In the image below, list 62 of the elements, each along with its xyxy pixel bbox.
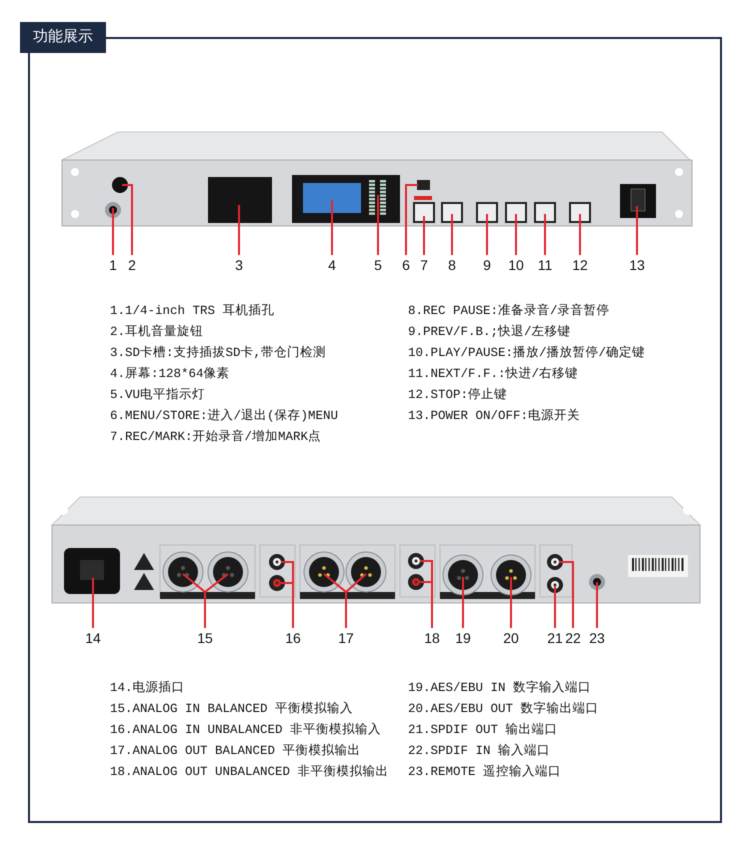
description-text: 18.ANALOG OUT UNBALANCED 非平衡模拟输出 — [110, 764, 389, 780]
leader-line — [423, 216, 425, 255]
description-text: 12.STOP:停止键 — [408, 387, 508, 403]
description-text: 23.REMOTE 遥控输入端口 — [408, 764, 562, 780]
leader-line — [331, 200, 333, 255]
callout-number: 16 — [282, 629, 304, 647]
leader-line — [510, 577, 512, 628]
description-text: 8.REC PAUSE:准备录音/录音暂停 — [408, 303, 610, 319]
description-text: 10.PLAY/PAUSE:播放/播放暂停/确定键 — [408, 345, 646, 361]
callout-number: 2 — [121, 256, 143, 274]
description-text: 17.ANALOG OUT BALANCED 平衡模拟输出 — [110, 743, 361, 759]
leader-line — [559, 561, 574, 628]
callout-number: 4 — [321, 256, 343, 274]
callout-number: 18 — [421, 629, 443, 647]
description-text: 16.ANALOG IN UNBALANCED 非平衡模拟输入 — [110, 722, 382, 738]
description-text: 15.ANALOG IN BALANCED 平衡模拟输入 — [110, 701, 354, 717]
description-text: 21.SPDIF OUT 输出端口 — [408, 722, 558, 738]
leader-line — [405, 184, 418, 255]
callout-number: 15 — [194, 629, 216, 647]
leader-line — [596, 582, 598, 628]
leader-line — [544, 214, 546, 255]
description-text: 11.NEXT/F.F.:快进/右移键 — [408, 366, 578, 382]
description-text: 3.SD卡槽:支持插拔SD卡,带仓门检测 — [110, 345, 326, 361]
callout-number: 3 — [228, 256, 250, 274]
leader-line — [112, 208, 114, 255]
leader-line — [515, 214, 517, 255]
description-text: 5.VU电平指示灯 — [110, 387, 206, 403]
leader-line — [377, 195, 379, 255]
leader-line — [462, 577, 464, 628]
callout-number: 17 — [335, 629, 357, 647]
description-text: 9.PREV/F.B.;快退/左移键 — [408, 324, 571, 340]
description-text: 19.AES/EBU IN 数字输入端口 — [408, 680, 592, 696]
callout-number: 10 — [505, 256, 527, 274]
callout-number: 13 — [626, 256, 648, 274]
leader-line — [451, 214, 453, 255]
description-text: 6.MENU/STORE:进入/退出(保存)MENU — [110, 408, 338, 424]
callout-number: 19 — [452, 629, 474, 647]
description-text: 22.SPDIF IN 输入端口 — [408, 743, 550, 759]
leader-line — [92, 578, 94, 628]
description-text: 13.POWER ON/OFF:电源开关 — [408, 408, 580, 424]
callout-number: 14 — [82, 629, 104, 647]
callout-number: 1 — [102, 256, 124, 274]
callout-number: 23 — [586, 629, 608, 647]
callout-number: 5 — [367, 256, 389, 274]
description-text: 14.电源插口 — [110, 680, 185, 696]
callout-number: 20 — [500, 629, 522, 647]
leader-line — [122, 184, 133, 255]
leader-line — [636, 206, 638, 255]
leader-line — [238, 205, 240, 255]
section-title: 功能展示 — [20, 22, 106, 53]
leader-line — [554, 586, 556, 628]
description-text: 1.1/4-inch TRS 耳机插孔 — [110, 303, 275, 319]
description-text: 20.AES/EBU OUT 数字输出端口 — [408, 701, 599, 717]
callout-number: 12 — [569, 256, 591, 274]
description-text: 2.耳机音量旋钮 — [110, 324, 204, 340]
description-text: 7.REC/MARK:开始录音/增加MARK点 — [110, 429, 322, 445]
description-text: 4.屏幕:128*64像素 — [110, 366, 230, 382]
leader-line — [579, 214, 581, 255]
callout-number: 8 — [441, 256, 463, 274]
callout-number: 9 — [476, 256, 498, 274]
leader-line — [486, 214, 488, 255]
callout-number: 11 — [534, 256, 556, 274]
